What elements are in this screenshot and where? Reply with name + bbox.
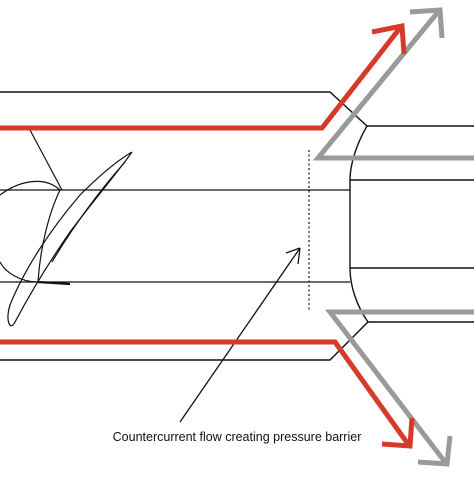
rotor-nose (0, 180, 61, 283)
rotor-front-line (29, 129, 63, 191)
blade-root-stroke (37, 280, 71, 286)
blade-outline (7, 151, 133, 327)
red-flow-top-path (0, 26, 402, 131)
leader-line (179, 247, 301, 423)
red-flow-bottom-path (0, 339, 411, 446)
leader-arrowhead (285, 247, 301, 265)
gray-flow-top-arrowhead (409, 7, 445, 39)
gray-flow-top-path (312, 10, 474, 161)
gray-flow-bottom-path (324, 309, 474, 464)
rotor-assembly (0, 129, 350, 327)
housing-outline (0, 91, 474, 361)
housing-bottom-wall (0, 321, 474, 361)
red-flow (0, 22, 415, 449)
housing-narrow-top (349, 125, 368, 181)
housing-narrow-bottom (349, 267, 369, 323)
caption-leader (179, 247, 301, 423)
blade-inner-edge (51, 161, 126, 263)
red-flow-top-arrowhead (371, 22, 407, 55)
gray-flow (312, 7, 474, 467)
housing-top-wall (0, 91, 474, 127)
gray-flow-bottom-arrowhead (417, 435, 453, 467)
red-flow-bottom-arrowhead (381, 417, 415, 449)
diagram-caption: Countercurrent flow creating pressure ba… (112, 430, 362, 444)
